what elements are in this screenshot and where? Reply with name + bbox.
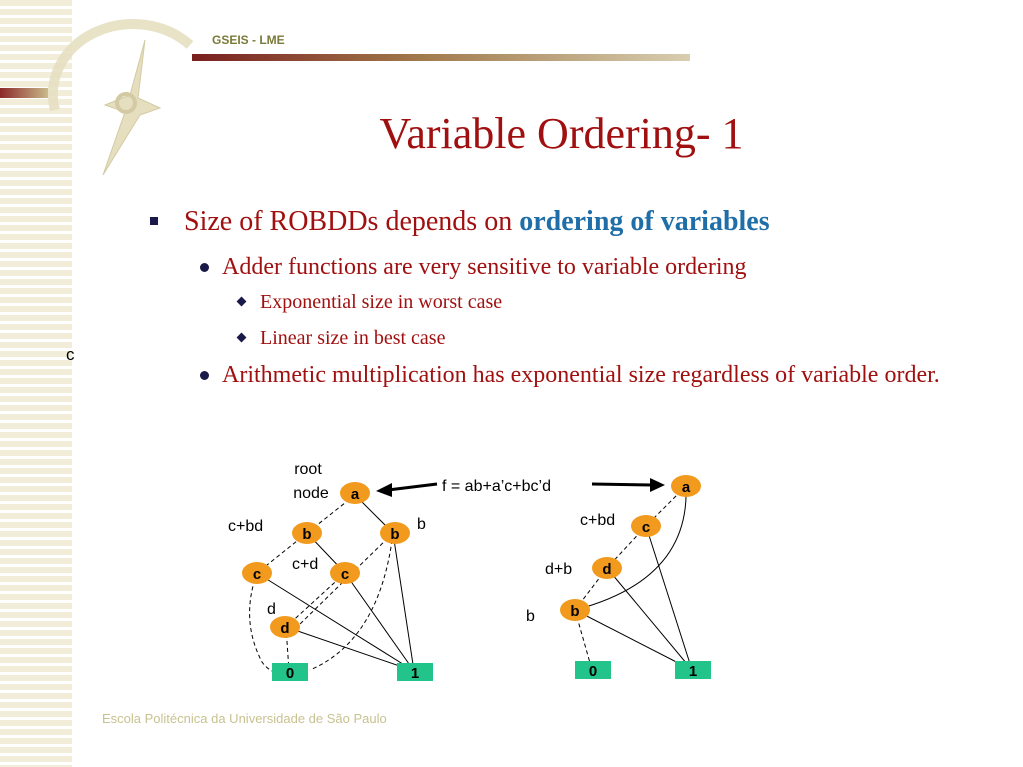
svg-text:b: b bbox=[390, 526, 399, 543]
diamond-bullet-icon bbox=[236, 332, 247, 343]
svg-text:c: c bbox=[253, 566, 261, 583]
bullet-list: Size of ROBDDs depends on ordering of va… bbox=[150, 205, 990, 395]
svg-text:0: 0 bbox=[286, 665, 294, 682]
right-node-d bbox=[592, 557, 622, 579]
left-terminal-0 bbox=[272, 663, 308, 681]
right-label-db: d+b bbox=[545, 561, 572, 578]
left-node-b2 bbox=[380, 522, 410, 544]
root-label-2: node bbox=[293, 485, 329, 502]
left-node-b1 bbox=[292, 522, 322, 544]
bullet-text: Arithmetic multiplication has exponentia… bbox=[222, 362, 940, 388]
bullet-text: Exponential size in worst case bbox=[260, 291, 503, 313]
bullet-text: Adder functions are very sensitive to va… bbox=[222, 254, 747, 280]
right-label-b: b bbox=[526, 608, 535, 625]
left-stripe-decoration bbox=[0, 0, 72, 767]
right-terminal-1 bbox=[675, 661, 711, 679]
root-label-1: root bbox=[294, 461, 322, 478]
left-label-b: b bbox=[417, 516, 426, 533]
svg-text:d: d bbox=[602, 561, 611, 578]
bullet-level1: Size of ROBDDs depends on ordering of va… bbox=[150, 205, 990, 239]
left-terminal-1 bbox=[397, 663, 433, 681]
svg-text:b: b bbox=[302, 526, 311, 543]
right-node-b bbox=[560, 599, 590, 621]
circle-bullet-icon bbox=[200, 263, 209, 272]
header-rule bbox=[192, 54, 690, 61]
svg-text:1: 1 bbox=[411, 665, 419, 682]
bullet-level3: Linear size in best case bbox=[150, 323, 990, 353]
svg-text:c: c bbox=[341, 566, 349, 583]
svg-text:d: d bbox=[280, 620, 289, 637]
svg-text:1: 1 bbox=[689, 663, 697, 680]
bullet-level2: Arithmetic multiplication has exponentia… bbox=[150, 359, 990, 391]
diagram-labels: root node f = ab+a’c+bc’d c+bd b c+d d c… bbox=[228, 461, 615, 625]
bullet-text: Linear size in best case bbox=[260, 327, 446, 349]
left-node-c2 bbox=[330, 562, 360, 584]
bullet-highlight: ordering of variables bbox=[519, 206, 770, 237]
svg-text:c: c bbox=[642, 519, 650, 536]
svg-text:0: 0 bbox=[589, 663, 597, 680]
left-label-d: d bbox=[267, 601, 276, 618]
square-bullet-icon bbox=[150, 217, 158, 225]
footer-text: Escola Politécnica da Universidade de Sã… bbox=[102, 711, 387, 726]
right-node-c bbox=[631, 515, 661, 537]
left-label-cd: c+d bbox=[292, 556, 318, 573]
svg-text:b: b bbox=[570, 603, 579, 620]
header-label: GSEIS - LME bbox=[212, 33, 285, 47]
right-label-cbd: c+bd bbox=[580, 512, 615, 529]
circle-bullet-icon bbox=[200, 371, 209, 380]
bullet-level2: Adder functions are very sensitive to va… bbox=[150, 251, 990, 283]
left-node-a bbox=[340, 482, 370, 504]
right-bdd-nodes: a c d b 0 1 bbox=[560, 475, 711, 680]
right-node-a bbox=[671, 475, 701, 497]
left-node-d bbox=[270, 616, 300, 638]
side-label: c bbox=[66, 345, 75, 364]
bullet-text: Size of ROBDDs depends on bbox=[184, 206, 520, 237]
left-bdd-edges bbox=[249, 494, 415, 674]
svg-text:a: a bbox=[351, 486, 360, 503]
bullet-level3: Exponential size in worst case bbox=[150, 287, 990, 317]
accent-bar bbox=[0, 88, 48, 98]
left-label-cbd: c+bd bbox=[228, 518, 263, 535]
function-label: f = ab+a’c+bc’d bbox=[442, 478, 551, 495]
function-arrows bbox=[376, 478, 665, 497]
slide-title: Variable Ordering- 1 bbox=[379, 109, 744, 158]
compass-logo-icon bbox=[47, 19, 194, 176]
diamond-bullet-icon bbox=[236, 296, 247, 307]
svg-text:a: a bbox=[682, 479, 691, 496]
right-terminal-0 bbox=[575, 661, 611, 679]
left-bdd-nodes: a b b c c d 0 1 bbox=[242, 482, 433, 682]
left-node-c1 bbox=[242, 562, 272, 584]
